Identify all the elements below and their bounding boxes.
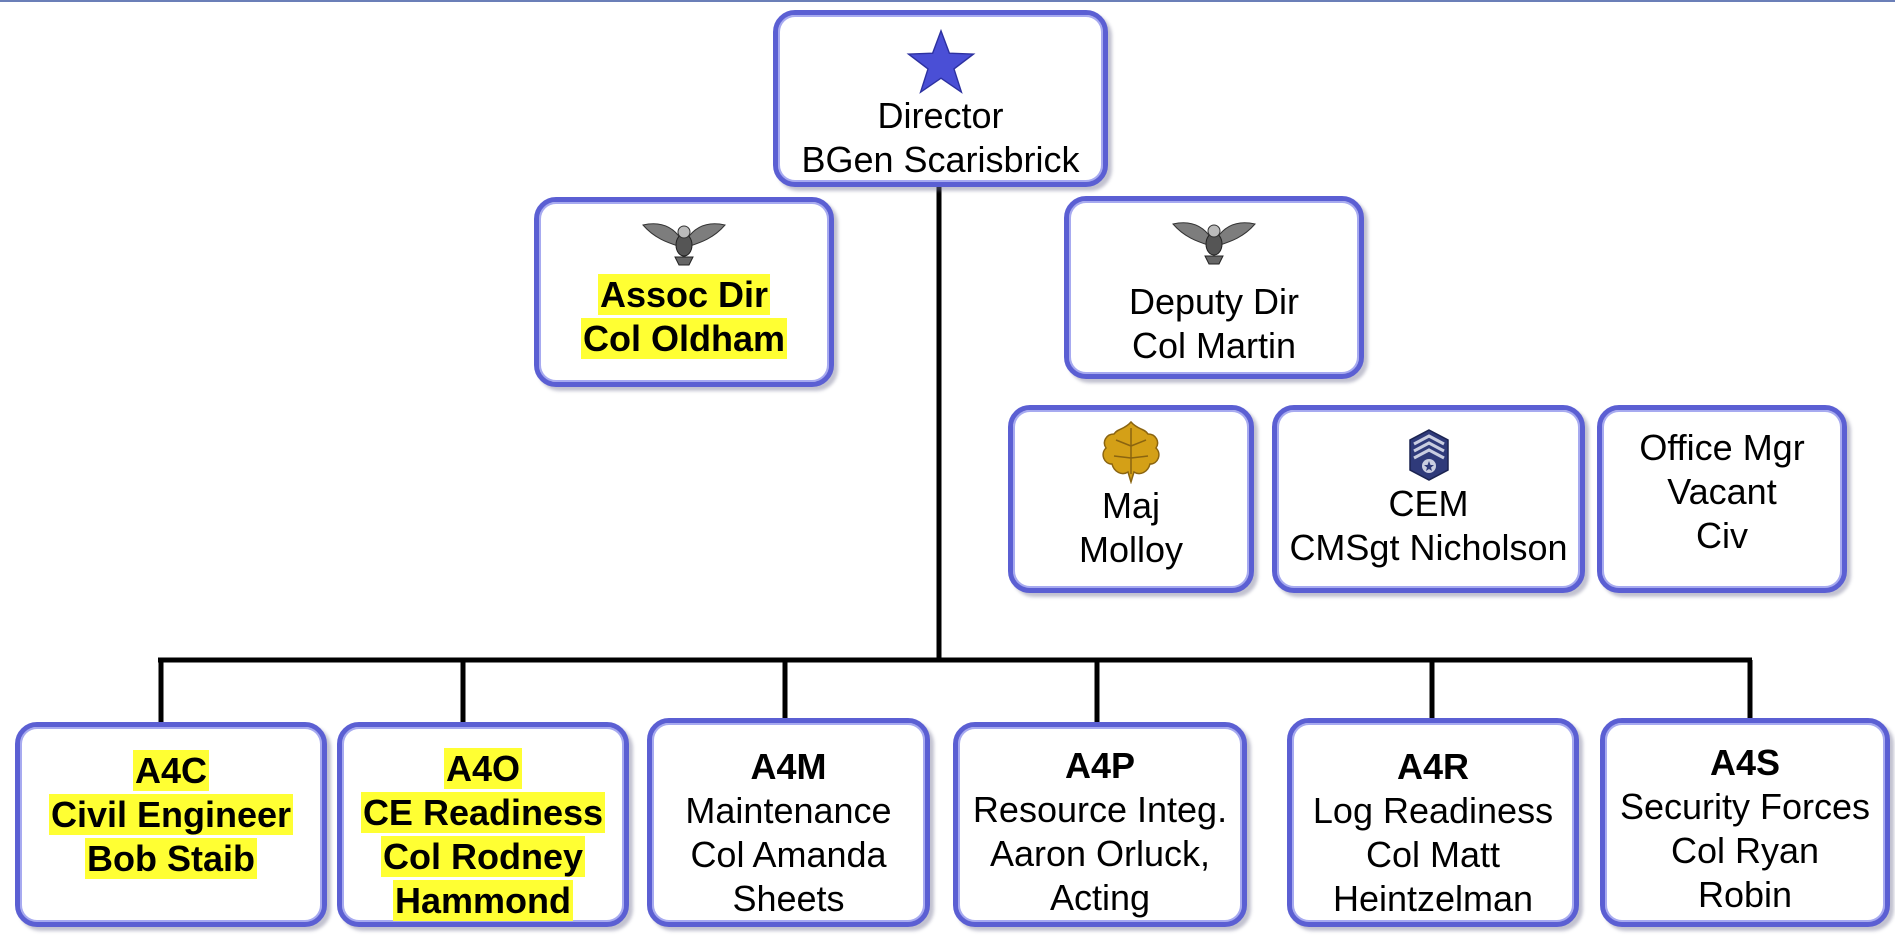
assoc-dir-box: Assoc Dir Col Oldham xyxy=(534,197,834,387)
division-box-a4p: A4P Resource Integ. Aaron Orluck, Acting xyxy=(953,722,1247,927)
eagle-insignia-icon xyxy=(642,223,726,266)
division-code: A4M xyxy=(750,746,827,787)
division-leader-surname: Hammond xyxy=(392,880,573,921)
assoc-dir-title: Assoc Dir xyxy=(597,274,771,315)
oak-leaf-icon xyxy=(1102,420,1160,484)
division-leader: Col Matt xyxy=(1365,834,1501,875)
division-leader-surname: Heintzelman xyxy=(1332,878,1534,919)
division-box-a4m: A4M Maintenance Col Amanda Sheets xyxy=(647,718,930,927)
division-leader: Col Amanda xyxy=(690,834,887,875)
division-leader: Col Rodney xyxy=(380,836,585,877)
division-box-a4c: A4C Civil Engineer Bob Staib xyxy=(15,722,327,927)
director-name: BGen Scarisbrick xyxy=(801,139,1080,180)
division-box-a4o: A4O CE Readiness Col Rodney Hammond xyxy=(337,722,629,927)
director-title: Director xyxy=(877,95,1004,136)
deputy-dir-box: Deputy Dir Col Martin xyxy=(1064,196,1364,379)
division-leader: Bob Staib xyxy=(85,838,257,879)
division-leader-surname: Sheets xyxy=(732,878,845,919)
staff-office-mgr-type: Civ xyxy=(1696,515,1748,556)
division-function: Resource Integ. xyxy=(972,789,1228,830)
division-function: Maintenance xyxy=(685,790,892,831)
division-code: A4S xyxy=(1709,742,1781,783)
staff-box-maj: Maj Molloy xyxy=(1008,405,1254,593)
chief-master-sergeant-chevron-icon xyxy=(1408,429,1449,481)
staff-maj-name: Molloy xyxy=(1078,529,1184,570)
eagle-insignia-icon xyxy=(1172,222,1256,265)
division-leader-surname: Robin xyxy=(1697,874,1793,915)
division-function: Log Readiness xyxy=(1312,790,1554,831)
deputy-dir-title: Deputy Dir xyxy=(1128,281,1300,322)
staff-maj-rank: Maj xyxy=(1101,485,1160,526)
director-box: Director BGen Scarisbrick xyxy=(773,10,1108,187)
staff-box-cem: CEM CMSgt Nicholson xyxy=(1272,405,1585,593)
top-rule xyxy=(0,0,1895,2)
division-code: A4O xyxy=(443,748,523,789)
division-leader-status: Acting xyxy=(1049,877,1151,918)
division-function: Civil Engineer xyxy=(48,794,294,835)
staff-cem-name: CMSgt Nicholson xyxy=(1289,527,1568,568)
staff-cem-title: CEM xyxy=(1388,483,1469,524)
division-function: Security Forces xyxy=(1619,786,1871,827)
staff-box-office-mgr: Office Mgr Vacant Civ xyxy=(1597,405,1847,593)
division-leader: Col Ryan xyxy=(1670,830,1820,871)
staff-office-mgr-status: Vacant xyxy=(1667,471,1777,512)
division-box-a4s: A4S Security Forces Col Ryan Robin xyxy=(1600,718,1890,927)
division-code: A4P xyxy=(1064,745,1136,786)
division-code: A4R xyxy=(1396,746,1470,787)
division-box-a4r: A4R Log Readiness Col Matt Heintzelman xyxy=(1287,718,1579,927)
assoc-dir-name: Col Oldham xyxy=(580,318,787,359)
staff-office-mgr-title: Office Mgr xyxy=(1639,427,1805,468)
division-leader: Aaron Orluck, xyxy=(989,833,1211,874)
deputy-dir-name: Col Martin xyxy=(1131,325,1297,366)
division-function: CE Readiness xyxy=(360,792,606,833)
star-icon xyxy=(906,29,975,94)
division-code: A4C xyxy=(132,750,210,791)
